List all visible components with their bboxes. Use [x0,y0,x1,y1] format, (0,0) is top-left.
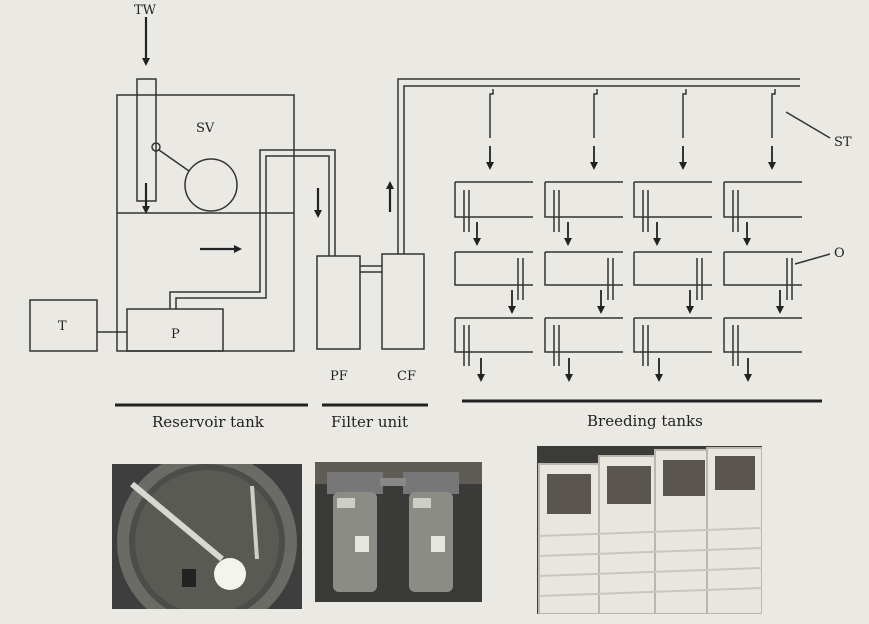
float-valve-arm [159,150,189,171]
drop-pipe-4 [772,89,775,138]
tap-water-inlet-pipe [137,79,156,201]
label-cf: CF [397,369,416,384]
drop-pipe-1 [490,89,493,138]
pump-outlet-pipe-outer [170,150,335,309]
drop-pipe-3 [683,89,686,138]
filter-unit-photo [315,462,482,602]
breeding-tanks-photo [537,446,762,614]
section-reservoir-tank: Reservoir tank [152,413,265,431]
section-filter-unit: Filter unit [331,413,408,431]
st-leader-line [786,112,830,138]
pump-outlet-pipe-inner [176,156,329,309]
label-st: ST [834,135,852,150]
label-tw: TW [134,3,157,18]
label-p: P [171,327,180,342]
o-leader-line [795,254,830,264]
float-ball [185,159,237,211]
supply-pipe-outer [398,79,800,254]
filter-cf [382,254,424,349]
section-breeding-tanks: Breeding tanks [587,412,703,430]
label-o: O [834,246,845,261]
breeding-tanks-grid [455,182,802,352]
label-pf: PF [330,369,348,384]
label-sv: SV [196,121,215,136]
label-t: T [58,319,67,334]
reservoir-tank-photo [112,464,302,609]
drop-pipe-2 [594,89,597,138]
filter-pf [317,256,360,349]
